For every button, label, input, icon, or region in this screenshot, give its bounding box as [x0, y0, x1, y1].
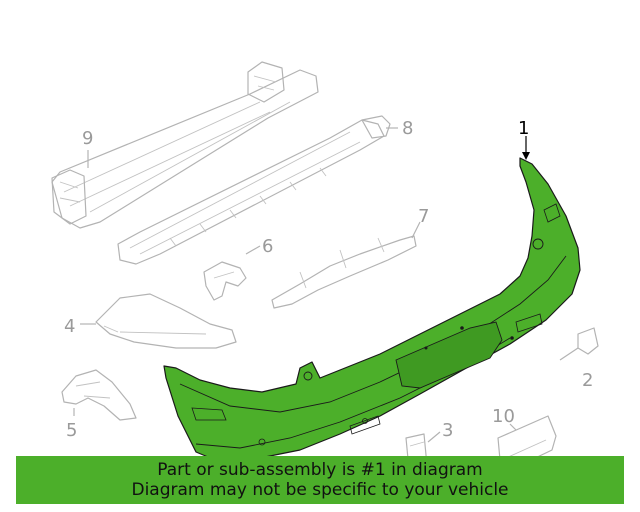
leader-3 — [427, 431, 441, 443]
leader-6 — [245, 245, 261, 255]
leader-7 — [411, 221, 421, 239]
callout-1[interactable]: 1 — [518, 118, 529, 139]
banner-line-2: Diagram may not be specific to your vehi… — [131, 480, 509, 500]
banner-line-1: Part or sub-assembly is #1 in diagram — [157, 460, 483, 480]
part-5-side-bracket — [61, 369, 137, 421]
part-4-undercover — [95, 293, 237, 349]
callout-3[interactable]: 3 — [442, 420, 453, 441]
callout-10[interactable]: 10 — [492, 406, 515, 427]
part-8-energy-absorber — [117, 115, 391, 265]
callout-4[interactable]: 4 — [64, 316, 75, 337]
info-banner: Part or sub-assembly is #1 in diagram Di… — [16, 456, 624, 504]
callout-5[interactable]: 5 — [66, 420, 77, 441]
callout-8[interactable]: 8 — [402, 118, 413, 139]
part-1-bumper-cover[interactable] — [163, 157, 581, 463]
part-9-reinforcement-beam — [51, 61, 319, 229]
leader-10 — [509, 423, 517, 431]
part-2-clip — [559, 327, 599, 361]
callout-9[interactable]: 9 — [82, 128, 93, 149]
part-7-bracket-strip — [271, 235, 417, 309]
part-6-bracket — [203, 261, 247, 301]
callout-2[interactable]: 2 — [582, 370, 593, 391]
callout-6[interactable]: 6 — [262, 236, 273, 257]
bumper-cover-body[interactable] — [163, 157, 581, 463]
callout-7[interactable]: 7 — [418, 206, 429, 227]
leader-lines — [73, 127, 530, 443]
